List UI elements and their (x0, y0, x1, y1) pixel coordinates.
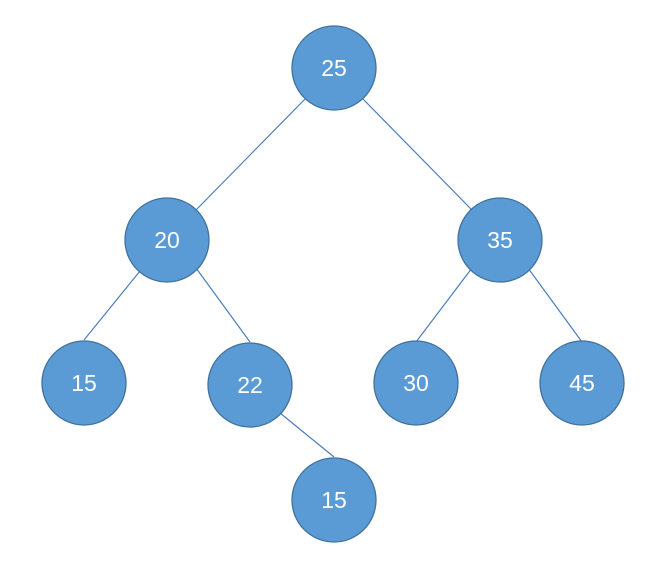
node-22-label: 22 (237, 372, 263, 398)
node-15-left-label: 15 (71, 370, 97, 396)
node-15-bottom-label: 15 (321, 487, 347, 513)
node-25-label: 25 (321, 55, 347, 81)
node-35: 35 (457, 197, 543, 283)
edge-35-30 (415, 267, 473, 343)
node-25: 25 (291, 25, 377, 111)
node-45: 45 (539, 340, 625, 426)
node-25-circle (291, 25, 377, 111)
node-20-circle (124, 197, 210, 283)
node-15-left: 15 (41, 340, 127, 426)
node-22-circle (207, 342, 293, 428)
node-15-bottom: 15 (291, 457, 377, 543)
node-45-label: 45 (569, 370, 595, 396)
edge-20-15 (83, 270, 141, 341)
edge-25-35 (361, 97, 473, 211)
edge-22-15 (279, 412, 335, 458)
node-15-bottom-circle (291, 457, 377, 543)
node-45-circle (539, 340, 625, 426)
tree-edges (83, 97, 583, 458)
edge-35-45 (527, 267, 583, 343)
node-20: 20 (124, 197, 210, 283)
node-15-left-circle (41, 340, 127, 426)
node-30-label: 30 (403, 370, 429, 396)
node-30-circle (373, 340, 459, 426)
node-20-label: 20 (154, 227, 180, 253)
edge-25-20 (195, 97, 307, 211)
node-35-label: 35 (487, 227, 513, 253)
edge-20-22 (195, 267, 251, 343)
node-22: 22 (207, 342, 293, 428)
node-30: 30 (373, 340, 459, 426)
node-35-circle (457, 197, 543, 283)
